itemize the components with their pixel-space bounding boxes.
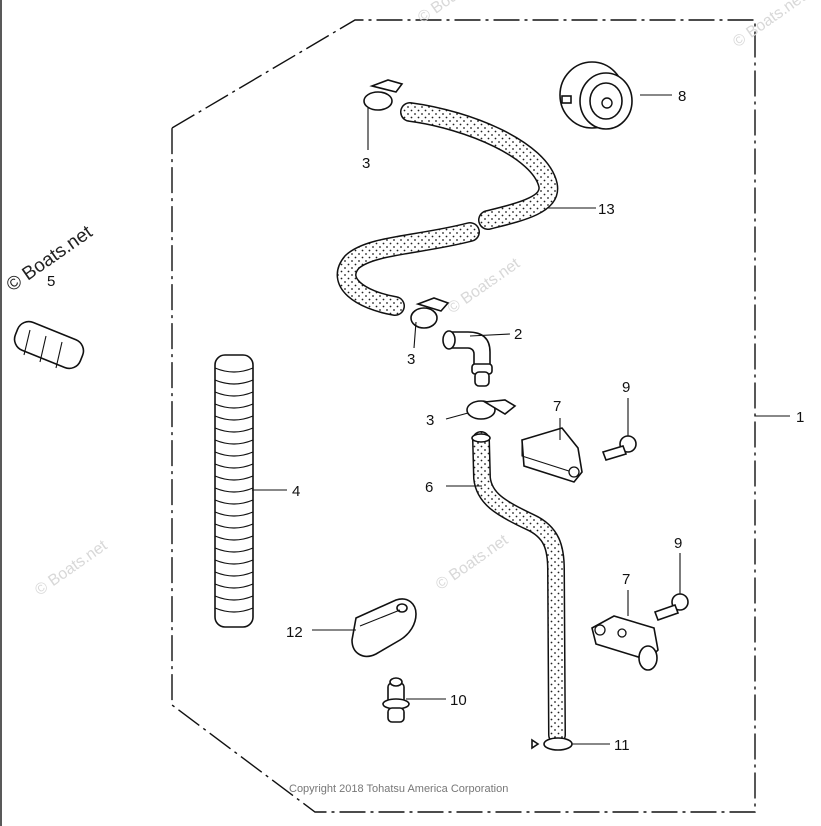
leader-lines [252,94,790,745]
hose-13 [336,102,559,316]
grommet-8 [559,61,633,130]
rivet-10 [382,677,410,723]
watermark-faint: © Boats.net [415,0,494,27]
screw-9-upper [601,435,637,461]
callout-12: 12 [286,624,303,641]
callout-7-upper: 7 [553,398,561,415]
callout-10: 10 [450,692,467,709]
bracket-7-upper [521,427,583,483]
screw-9-lower [653,593,689,622]
callout-4: 4 [292,483,300,500]
clamp-3-top [363,79,404,111]
kit-outline [171,19,756,813]
callout-9-lower: 9 [674,535,682,552]
callout-3-top: 3 [362,155,370,172]
callout-11: 11 [614,737,630,754]
watermark-faint: © Boats.net [730,0,809,51]
watermark-faint: © Boats.net [433,531,512,593]
tie-11 [531,737,573,751]
watermark-faint: © Boats.net [32,537,111,599]
clip-12 [351,598,417,658]
copyright-text: Copyright 2018 Tohatsu America Corporati… [289,783,508,795]
callout-9-upper: 9 [622,379,630,396]
clamp-3-mid [410,297,450,329]
elbow-fitting-2 [442,330,493,387]
bracket-7-lower [591,615,659,671]
watermark-faint: © Boats.net [445,255,524,317]
hose-6 [471,431,566,744]
callout-2: 2 [514,326,522,343]
clamp-3-lower [466,399,517,420]
callout-13: 13 [598,201,615,218]
callout-8: 8 [678,88,686,105]
callout-5: 5 [47,273,55,290]
spiral-wrap-4 [214,354,254,628]
callout-3-lower: 3 [426,412,434,429]
callout-6: 6 [425,479,433,496]
callout-1: 1 [796,409,804,426]
connector-5 [13,320,85,370]
callout-7-lower: 7 [622,571,630,588]
callout-3-mid: 3 [407,351,415,368]
